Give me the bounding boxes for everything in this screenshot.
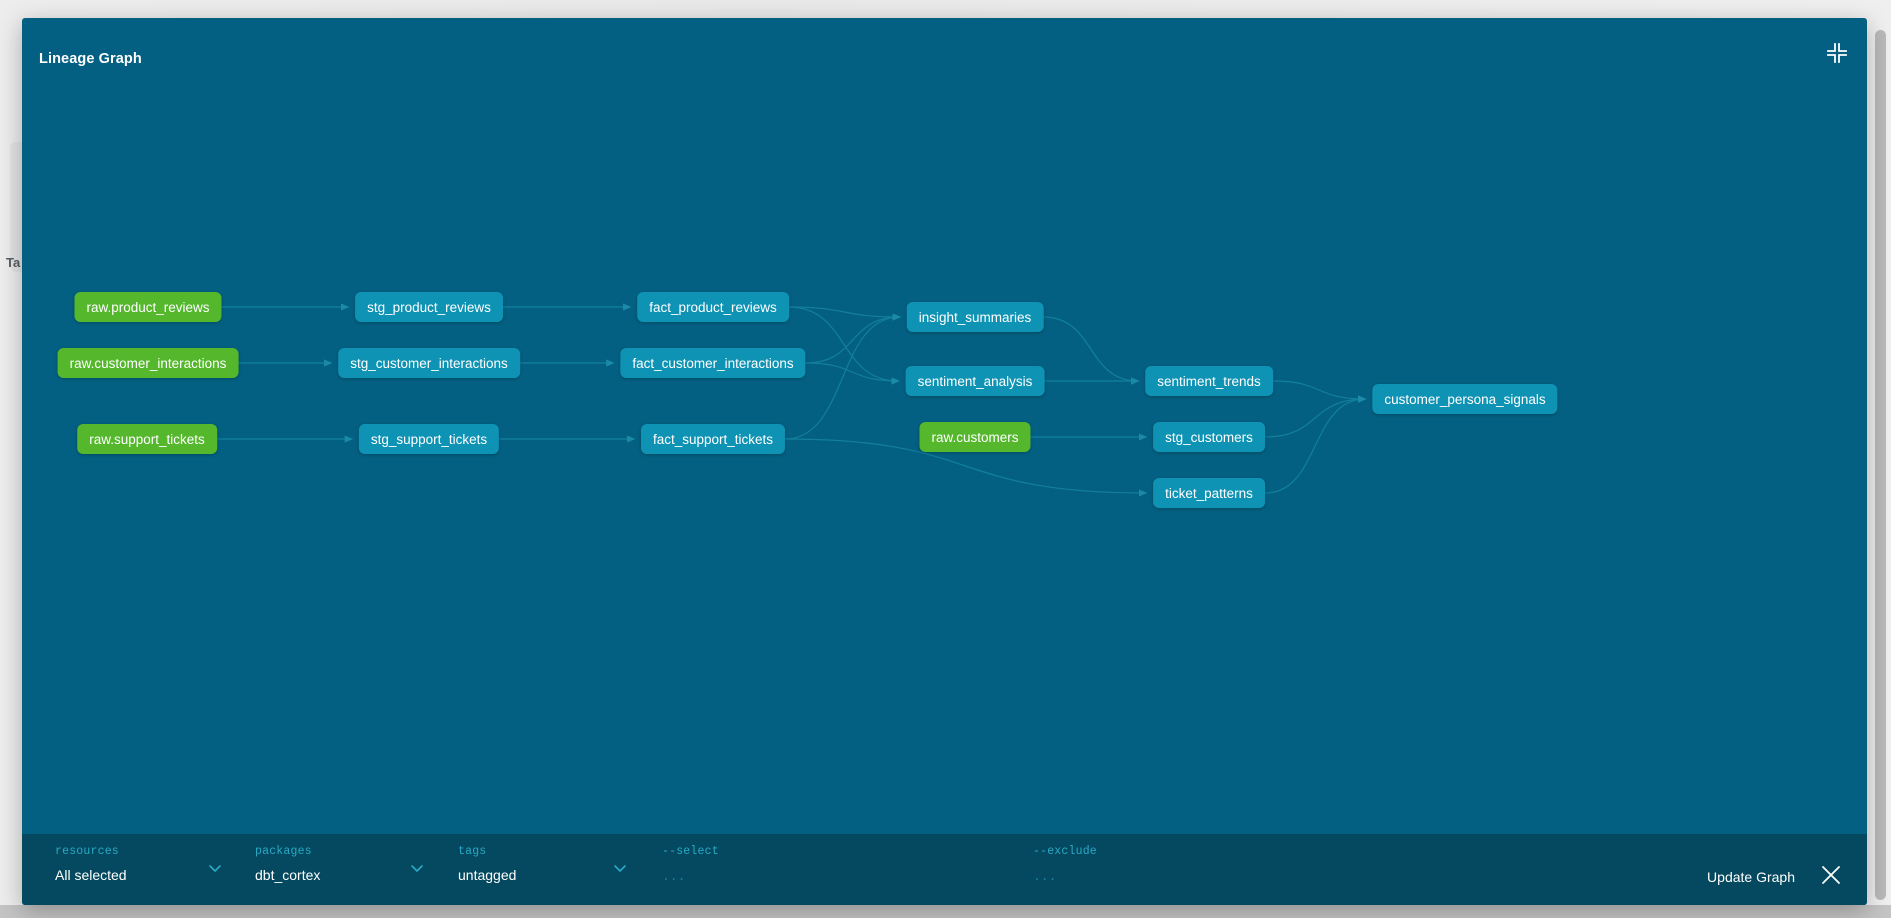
page-scrollbar[interactable] xyxy=(1875,30,1886,900)
filter-label-exclude: --exclude xyxy=(1033,845,1097,858)
graph-node-fact_customer_interactions[interactable]: fact_customer_interactions xyxy=(620,348,806,378)
graph-node-ticket_patterns[interactable]: ticket_patterns xyxy=(1153,478,1265,508)
graph-edge-fact_customer_interactions-to-sentiment_analysis xyxy=(805,362,900,385)
update-graph-button[interactable]: Update Graph xyxy=(1707,869,1795,885)
graph-node-stg_support_tickets[interactable]: stg_support_tickets xyxy=(358,424,500,454)
graph-node-raw_product_reviews[interactable]: raw.product_reviews xyxy=(74,292,222,322)
filter-field-packages: packages dbt_cortex xyxy=(255,845,320,885)
background-partial-label: Ta xyxy=(6,255,21,270)
graph-node-insight_summaries[interactable]: insight_summaries xyxy=(906,302,1044,332)
graph-node-fact_product_reviews[interactable]: fact_product_reviews xyxy=(637,292,789,322)
graph-node-customer_persona_signals[interactable]: customer_persona_signals xyxy=(1372,384,1558,414)
filter-label-select: --select xyxy=(662,845,719,858)
graph-edge-stg_customers-to-customer_persona_signals xyxy=(1264,395,1367,438)
graph-node-raw_customers[interactable]: raw.customers xyxy=(919,422,1031,452)
chevron-down-icon-resources[interactable] xyxy=(208,861,222,880)
graph-node-sentiment_analysis[interactable]: sentiment_analysis xyxy=(905,366,1045,396)
graph-node-sentiment_trends[interactable]: sentiment_trends xyxy=(1145,366,1273,396)
filter-value-select[interactable]: ... xyxy=(662,869,686,884)
graph-edge-insight_summaries-to-sentiment_trends xyxy=(1043,316,1140,385)
filter-field-tags: tags untagged xyxy=(458,845,516,885)
graph-node-raw_customer_interactions[interactable]: raw.customer_interactions xyxy=(57,348,239,378)
graph-edge-fact_support_tickets-to-insight_summaries xyxy=(785,313,901,440)
chevron-down-icon-tags[interactable] xyxy=(613,861,627,880)
page-title: Lineage Graph xyxy=(39,51,142,67)
filter-label-resources: resources xyxy=(55,845,119,858)
graph-node-raw_support_tickets[interactable]: raw.support_tickets xyxy=(77,424,217,454)
graph-node-stg_customers[interactable]: stg_customers xyxy=(1153,422,1265,452)
graph-edge-ticket_patterns-to-customer_persona_signals xyxy=(1264,395,1367,494)
filter-value-resources[interactable]: All selected xyxy=(55,867,127,883)
graph-node-stg_customer_interactions[interactable]: stg_customer_interactions xyxy=(338,348,520,378)
modal-header: Lineage Graph xyxy=(22,18,1867,80)
chevron-down-icon-packages[interactable] xyxy=(410,861,424,880)
lineage-edges xyxy=(216,303,1367,497)
filter-label-tags: tags xyxy=(458,845,487,858)
lineage-graph-canvas[interactable]: raw.product_reviews raw.customer_interact… xyxy=(22,80,1867,834)
filter-field-select: --select... xyxy=(662,845,719,885)
collapse-inward-icon[interactable] xyxy=(1824,40,1850,66)
graph-edge-sentiment_trends-to-customer_persona_signals xyxy=(1272,380,1367,403)
graph-node-fact_support_tickets[interactable]: fact_support_tickets xyxy=(640,424,786,454)
close-x-icon[interactable] xyxy=(1820,864,1842,886)
filter-value-exclude[interactable]: ... xyxy=(1033,869,1057,884)
graph-node-stg_product_reviews[interactable]: stg_product_reviews xyxy=(355,292,503,322)
graph-edge-fact_customer_interactions-to-insight_summaries xyxy=(805,313,901,364)
filter-value-packages[interactable]: dbt_cortex xyxy=(255,867,321,883)
filter-label-packages: packages xyxy=(255,845,312,858)
filter-field-exclude: --exclude... xyxy=(1033,845,1097,885)
background-footer-strip xyxy=(0,905,1891,918)
filter-value-tags[interactable]: untagged xyxy=(458,867,517,883)
graph-edge-fact_product_reviews-to-insight_summaries xyxy=(788,306,901,321)
